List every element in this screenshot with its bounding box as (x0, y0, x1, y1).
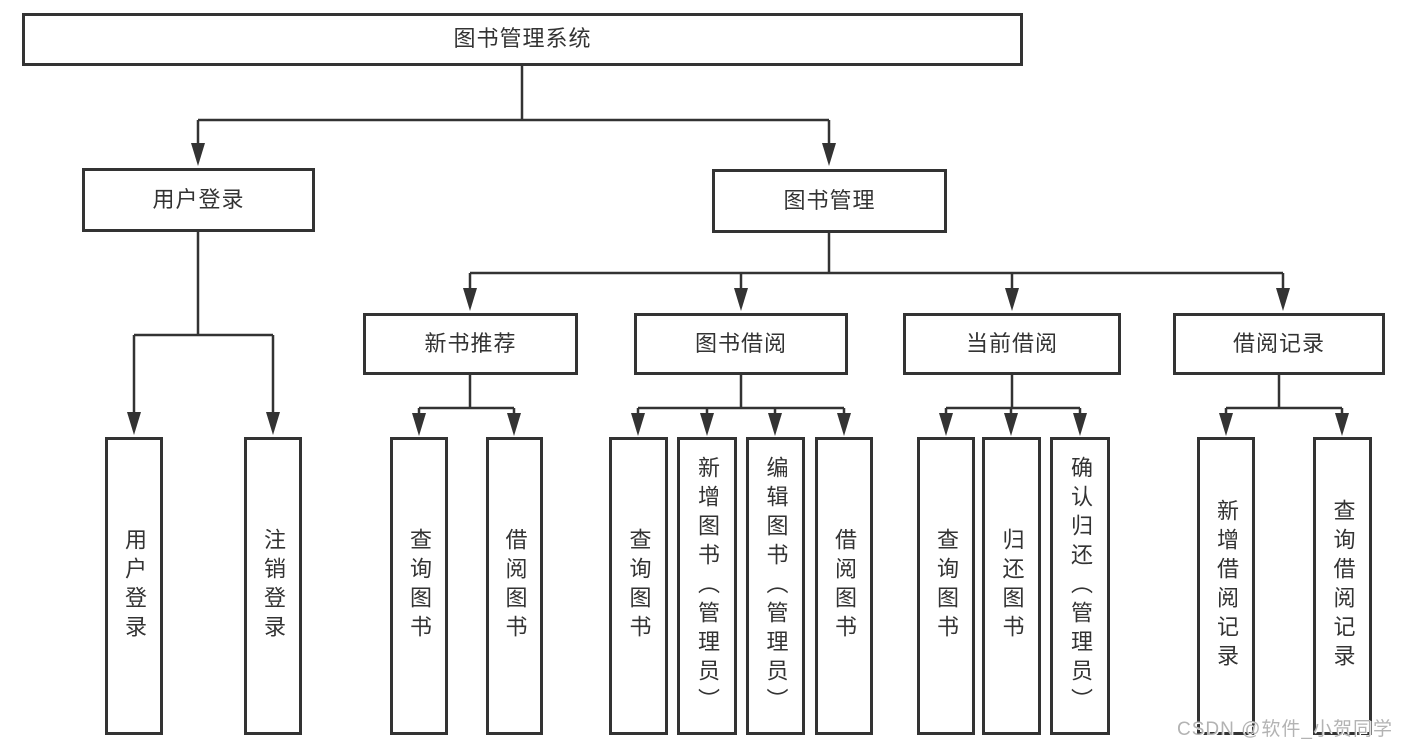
csdn-watermark: CSDN @软件_小贺同学 (1177, 719, 1393, 740)
node-logout-leaf: 注销登录 (244, 437, 302, 735)
connector-user-login (132, 232, 275, 413)
node-confirm-return-admin: 确认归还（管理员） (1050, 437, 1110, 735)
node-query-borrow-record: 查询借阅记录 (1313, 437, 1372, 735)
node-new-book-recommendation: 新书推荐 (363, 313, 578, 375)
node-borrow-books-recommend: 借阅图书 (486, 437, 543, 735)
node-borrow-books-borrowing: 借阅图书 (815, 437, 873, 735)
node-query-books-recommend: 查询图书 (390, 437, 448, 735)
node-user-login-leaf: 用户登录 (105, 437, 163, 735)
node-current-borrowing: 当前借阅 (903, 313, 1121, 375)
node-user-login: 用户登录 (82, 168, 315, 232)
node-edit-books-admin: 编辑图书（管理员） (746, 437, 805, 735)
node-book-borrowing: 图书借阅 (634, 313, 848, 375)
arrowheads (127, 143, 1349, 436)
node-add-books-admin: 新增图书（管理员） (677, 437, 737, 735)
node-book-management: 图书管理 (712, 169, 947, 233)
node-borrowing-records: 借阅记录 (1173, 313, 1385, 375)
connector-book-borrowing (636, 375, 846, 414)
node-query-books-current: 查询图书 (917, 437, 975, 735)
connector-book-management (468, 233, 1285, 289)
connector-root (196, 66, 831, 144)
node-add-borrow-record: 新增借阅记录 (1197, 437, 1255, 735)
connector-current-borrowing (944, 375, 1082, 414)
node-library-management-system: 图书管理系统 (22, 13, 1023, 66)
node-query-books-borrowing: 查询图书 (609, 437, 668, 735)
connector-new-book (417, 375, 516, 414)
node-return-books: 归还图书 (982, 437, 1041, 735)
connector-borrowing-records (1224, 375, 1344, 414)
